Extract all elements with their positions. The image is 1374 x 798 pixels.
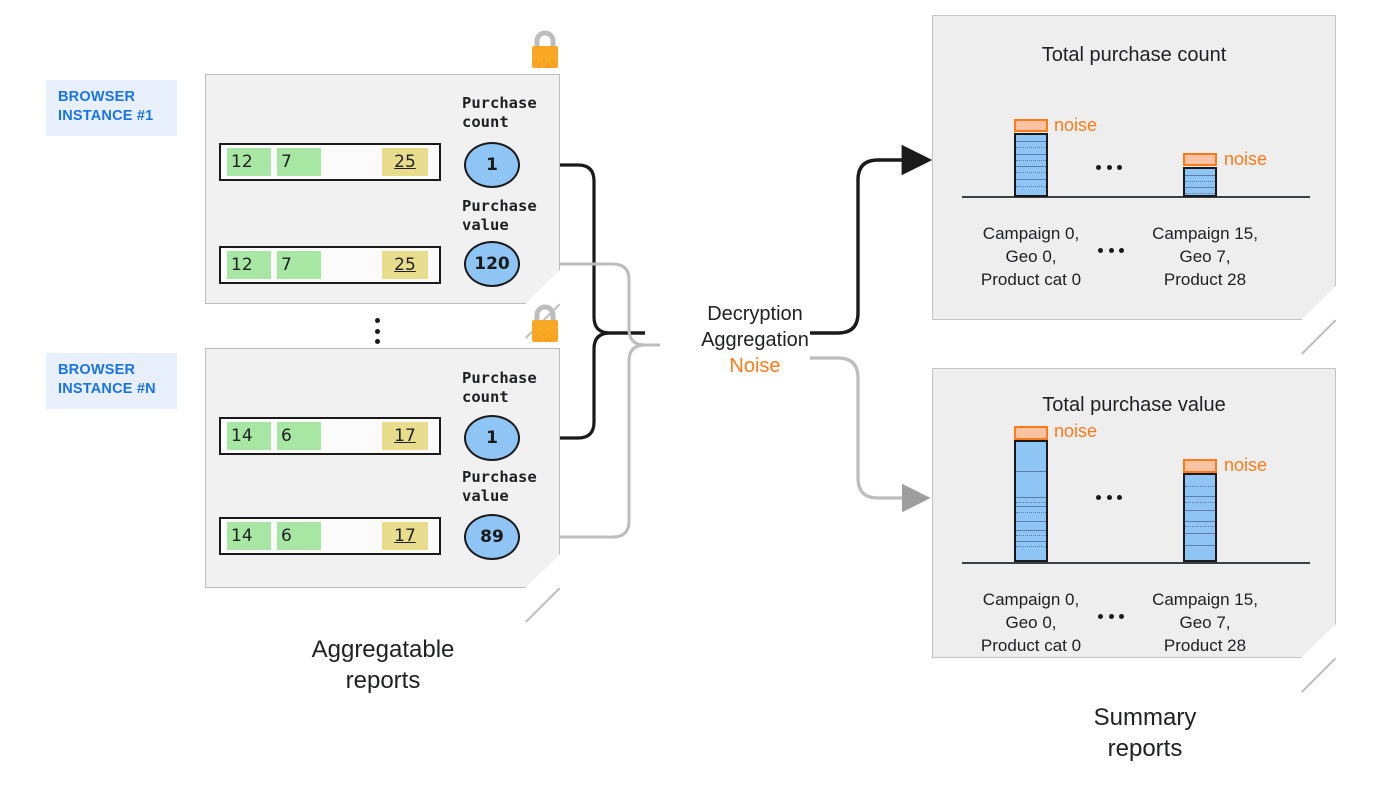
report-cell-product: 25 [382, 251, 428, 279]
report-cell-product: 25 [382, 148, 428, 176]
wire-out-value [810, 356, 931, 513]
purchase-count-bubble: 1 [464, 142, 520, 188]
chart-category-label-count-1: Campaign 15, Geo 7, Product 28 [1152, 224, 1258, 289]
padlock-icon [528, 302, 562, 344]
padlock-icon [528, 28, 562, 70]
chart-category-label-value-1: Campaign 15, Geo 7, Product 28 [1152, 590, 1258, 655]
panel-fold-corner [1301, 624, 1336, 658]
process-line-noise: Noise [729, 355, 781, 377]
purchase-value-bubble: 89 [464, 514, 520, 560]
panel-fold-corner [525, 554, 560, 588]
chart-category-label-count-0: Campaign 0, Geo 0, Product cat 0 [980, 224, 1082, 289]
chart-ellipsis-value [1096, 495, 1122, 500]
report-cell-geo: 6 [277, 422, 321, 450]
summary-reports-caption: Summary reports [1093, 704, 1197, 762]
browser-instance-1-tag: BROWSER INSTANCE #1 [46, 80, 177, 136]
browser-tag-line2: INSTANCE #1 [58, 108, 154, 124]
report-cell-product: 17 [382, 422, 428, 450]
summary-panel-value [932, 368, 1336, 692]
chart-axis-count [962, 196, 1310, 198]
summary-title-count: Total purchase count [1041, 44, 1227, 66]
process-line-decryption: Decryption [707, 303, 803, 325]
report-cell-campaign: 12 [227, 148, 271, 176]
purchase-value-label: Purchase value [462, 197, 537, 234]
purchase-value-bubble: 120 [464, 241, 520, 287]
report-cell-geo: 6 [277, 522, 321, 550]
chart-bar-value-campaign-0 [1014, 440, 1048, 562]
panel-fold-corner [525, 270, 560, 304]
chart-category-label-value-0: Campaign 0, Geo 0, Product cat 0 [980, 590, 1082, 655]
vertical-ellipsis [375, 318, 380, 344]
report-cell-campaign: 14 [227, 422, 271, 450]
browser-instance-n-tag: BROWSER INSTANCE #N [46, 353, 177, 409]
noise-cap-bar2-count [1183, 153, 1217, 166]
summary-title-value: Total purchase value [1042, 394, 1226, 416]
noise-cap-bar1-count [1014, 119, 1048, 132]
aggregatable-reports-caption: Aggregatable reports [311, 636, 455, 694]
noise-label-bar1-value: noise [1054, 421, 1098, 441]
noise-label-bar2-value: noise [1224, 455, 1268, 475]
chart-bar-value-campaign-15 [1183, 473, 1217, 562]
noise-cap-bar1-value [1014, 426, 1048, 440]
noise-cap-bar2-value [1183, 459, 1217, 473]
report-row: 12 7 25 [219, 143, 441, 181]
report-cell-geo: 7 [277, 148, 321, 176]
report-row: 12 7 25 [219, 246, 441, 284]
chart-bar-count-campaign-15 [1183, 167, 1217, 197]
summary-panel-count [932, 15, 1336, 354]
chart-ellipsis-count [1096, 165, 1122, 170]
panel-fold-edge [1300, 656, 1336, 692]
purchase-count-label: Purchase count [462, 369, 537, 406]
purchase-count-bubble: 1 [464, 415, 520, 461]
chart-label-ellipsis-value [1098, 614, 1124, 619]
report-row: 14 6 17 [219, 417, 441, 455]
report-cell-geo: 7 [277, 251, 321, 279]
process-label: Decryption Aggregation Noise [660, 301, 850, 379]
purchase-value-label: Purchase value [462, 468, 537, 505]
noise-label-bar2-count: noise [1224, 149, 1268, 169]
report-row: 14 6 17 [219, 517, 441, 555]
report-cell-campaign: 12 [227, 251, 271, 279]
panel-fold-edge [524, 586, 560, 622]
chart-axis-value [962, 562, 1310, 564]
purchase-count-label: Purchase count [462, 94, 537, 131]
chart-bar-count-campaign-0 [1014, 133, 1048, 197]
panel-fold-corner [1301, 286, 1336, 320]
browser-tag-line2: INSTANCE #N [58, 381, 156, 397]
chart-label-ellipsis-count [1098, 248, 1124, 253]
process-line-aggregation: Aggregation [701, 329, 809, 351]
noise-label-bar1-count: noise [1054, 115, 1098, 135]
browser-tag-line1: BROWSER [58, 362, 136, 378]
browser-tag-line1: BROWSER [58, 89, 136, 105]
report-cell-campaign: 14 [227, 522, 271, 550]
report-cell-product: 17 [382, 522, 428, 550]
panel-fold-edge [1300, 318, 1336, 354]
